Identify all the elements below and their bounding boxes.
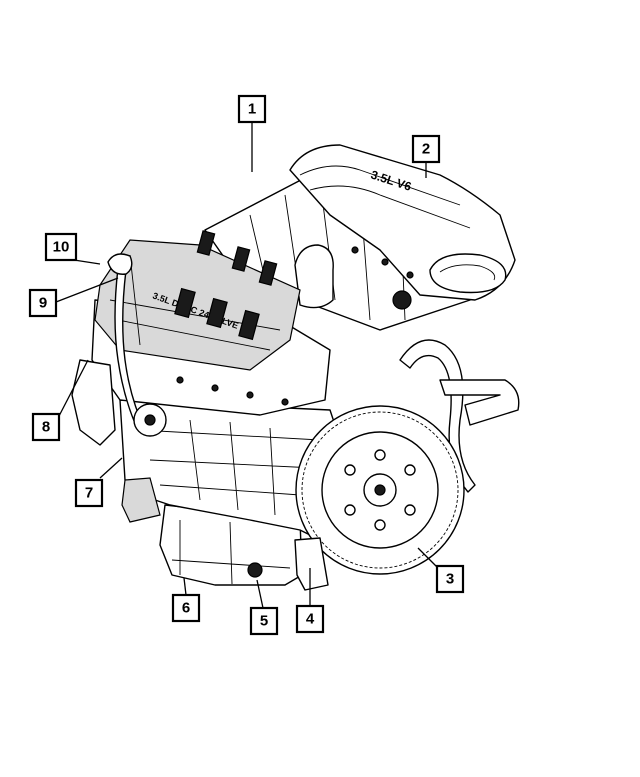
leader-7 bbox=[99, 457, 123, 479]
callout-6: 6 bbox=[171, 593, 201, 623]
oil-drain-plug bbox=[247, 562, 263, 578]
fasteners bbox=[176, 246, 414, 406]
callout-8: 8 bbox=[31, 412, 61, 442]
callouts: 1 2 3 4 5 6 7 8 bbox=[28, 94, 465, 636]
front-cover-bracket bbox=[71, 359, 116, 446]
svg-text:5: 5 bbox=[260, 613, 268, 630]
callout-1: 1 bbox=[237, 94, 267, 124]
throttle-body bbox=[294, 244, 334, 309]
callout-3: 3 bbox=[435, 564, 465, 594]
leader-8 bbox=[57, 359, 89, 419]
callout-4: 4 bbox=[295, 604, 325, 634]
flex-plate bbox=[295, 405, 465, 575]
ignition-coils bbox=[174, 230, 278, 341]
svg-text:4: 4 bbox=[306, 611, 315, 628]
svg-text:9: 9 bbox=[39, 295, 47, 312]
callout-10: 10 bbox=[44, 232, 78, 262]
svg-text:3: 3 bbox=[446, 571, 454, 588]
leader-6 bbox=[183, 577, 187, 596]
svg-text:6: 6 bbox=[182, 600, 190, 617]
svg-text:7: 7 bbox=[85, 485, 93, 502]
callout-5: 5 bbox=[249, 606, 279, 636]
svg-text:1: 1 bbox=[248, 101, 256, 118]
leader-9 bbox=[55, 277, 119, 303]
leader-5 bbox=[256, 579, 264, 609]
svg-text:2: 2 bbox=[422, 141, 430, 158]
motor-mount-bracket bbox=[121, 477, 161, 523]
plenum-oval-cover bbox=[429, 253, 507, 294]
callout-9: 9 bbox=[28, 288, 58, 318]
leader-10 bbox=[73, 259, 101, 265]
svg-text:8: 8 bbox=[42, 419, 50, 436]
leader-lines bbox=[55, 122, 449, 609]
coolant-outlet-pipe bbox=[439, 379, 520, 426]
dipstick-handle bbox=[107, 253, 133, 275]
transmission-adapter bbox=[294, 537, 329, 591]
callout-2: 2 bbox=[411, 134, 441, 164]
callout-7: 7 bbox=[74, 478, 104, 508]
oil-filler-cap bbox=[392, 290, 412, 310]
svg-text:10: 10 bbox=[53, 239, 70, 256]
engine-illustration: 3.5L V6 3.5L DOHC 24 VALVE bbox=[71, 144, 520, 591]
